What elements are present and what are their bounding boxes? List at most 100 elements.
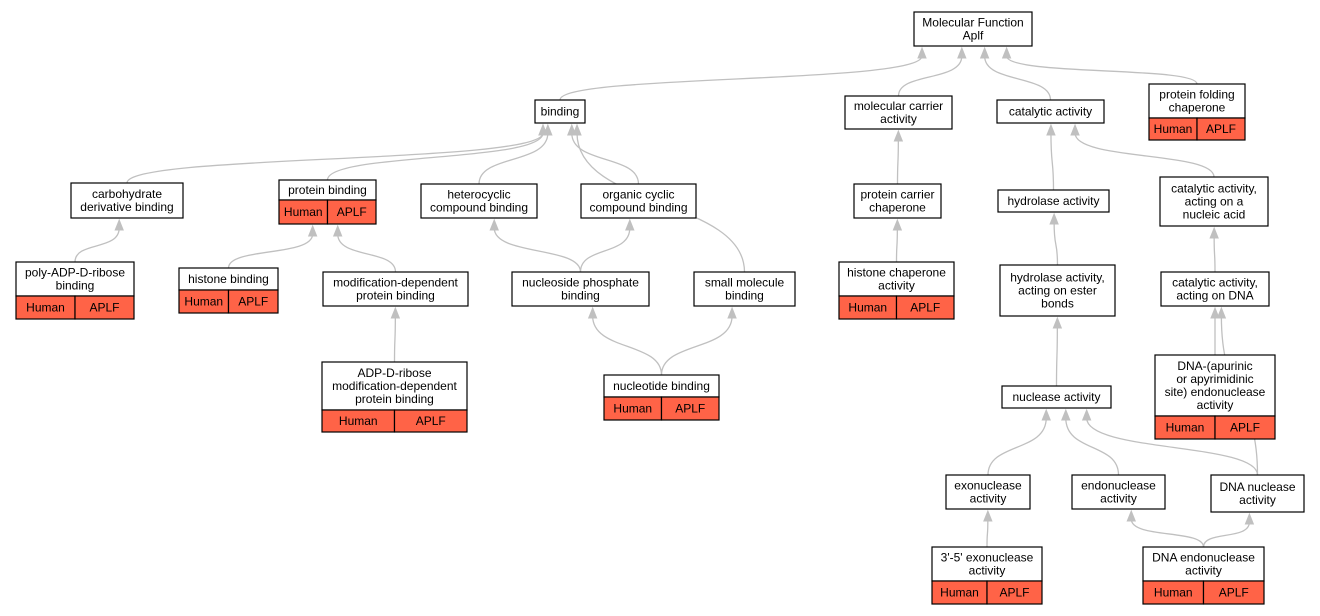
annotation-cell-gene	[986, 580, 1043, 605]
go-term-nuc[interactable]: nuclease activity	[1001, 385, 1112, 409]
go-term-label: derivative binding	[80, 200, 173, 214]
edge-nps-to-het	[489, 218, 582, 273]
annotation-gene: APLF	[416, 414, 446, 428]
edge-nuc-to-hydest	[1052, 316, 1063, 387]
go-term-box	[999, 264, 1116, 317]
annotation-species: Human	[26, 301, 65, 315]
go-term-label: binding	[561, 289, 600, 303]
edge-line	[986, 518, 989, 548]
go-term-hyd[interactable]: hydrolase activity	[997, 189, 1110, 213]
go-term-label: 3'-5' exonuclease	[941, 551, 1034, 565]
annotation-cell-species	[278, 199, 329, 225]
go-term-label: catalytic activity,	[1172, 276, 1258, 290]
go-term-box	[580, 183, 697, 219]
edge-line	[326, 132, 544, 181]
edge-hyd-to-cat	[1046, 123, 1056, 191]
annotation-row: Human APLF	[321, 409, 468, 433]
go-term-box	[420, 183, 538, 219]
edge-line	[493, 227, 582, 273]
go-term-label: hydrolase activity	[1007, 194, 1099, 208]
annotation-species: Human	[1166, 421, 1205, 435]
go-term-box	[996, 99, 1105, 124]
arrowhead	[625, 218, 635, 231]
edge-line	[896, 138, 899, 185]
edge-ntb-to-nps	[587, 306, 663, 376]
go-term-label: protein binding	[356, 289, 435, 303]
arrowhead	[1049, 212, 1059, 225]
go-term-label: compound binding	[589, 201, 687, 215]
go-term-binding[interactable]: binding	[534, 99, 586, 124]
go-term-box	[1142, 546, 1265, 582]
go-term-label: binding	[725, 289, 764, 303]
annotation-species: Human	[848, 301, 887, 315]
go-term-cat[interactable]: catalytic activity	[996, 99, 1105, 124]
go-term-label: modification-dependent	[333, 276, 458, 290]
arrowhead	[1216, 306, 1227, 319]
go-term-box	[853, 183, 942, 219]
go-term-label: Molecular Function	[922, 16, 1023, 30]
annotation-species: Human	[613, 402, 652, 416]
edge-line	[579, 227, 631, 273]
go-term-adpr[interactable]: ADP-D-ribosemodification-dependentprotei…	[321, 361, 468, 433]
edge-line	[1074, 132, 1215, 178]
go-term-catdna[interactable]: catalytic activity,acting on DNA	[1160, 271, 1270, 307]
edge-apend-to-catdna	[1210, 306, 1220, 355]
go-term-label: activity	[880, 112, 917, 126]
go-term-label: bonds	[1041, 297, 1074, 311]
annotation-species: Human	[184, 295, 223, 309]
arrowhead	[983, 509, 993, 522]
edge-padp-to-carb	[74, 218, 124, 263]
go-term-label: activity	[878, 279, 915, 293]
annotation-species: Human	[339, 414, 378, 428]
edge-line	[1053, 221, 1059, 266]
go-term-label: protein carrier	[860, 188, 934, 202]
annotation-cell-gene	[1196, 117, 1246, 141]
edge-line	[987, 417, 1047, 476]
go-term-label: DNA-(apurinic	[1177, 359, 1252, 373]
go-term-label: chaperone	[1169, 101, 1226, 115]
edge-dnan-to-nuc	[1081, 408, 1259, 476]
annotation-gene: APLF	[999, 586, 1029, 600]
arrowhead	[892, 218, 903, 231]
edge-line	[126, 132, 544, 184]
edge-line	[1005, 55, 1198, 85]
edge-hca-to-pcc	[892, 218, 903, 263]
arrowhead	[390, 306, 401, 319]
arrowhead	[332, 224, 343, 237]
arrowhead	[917, 46, 927, 59]
go-term-label: nucleoside phosphate	[522, 276, 639, 290]
go-term-box	[945, 474, 1031, 510]
go-term-box	[1001, 385, 1112, 409]
go-term-label: or apyrimidinic	[1176, 372, 1253, 386]
go-term-box	[1160, 271, 1270, 307]
